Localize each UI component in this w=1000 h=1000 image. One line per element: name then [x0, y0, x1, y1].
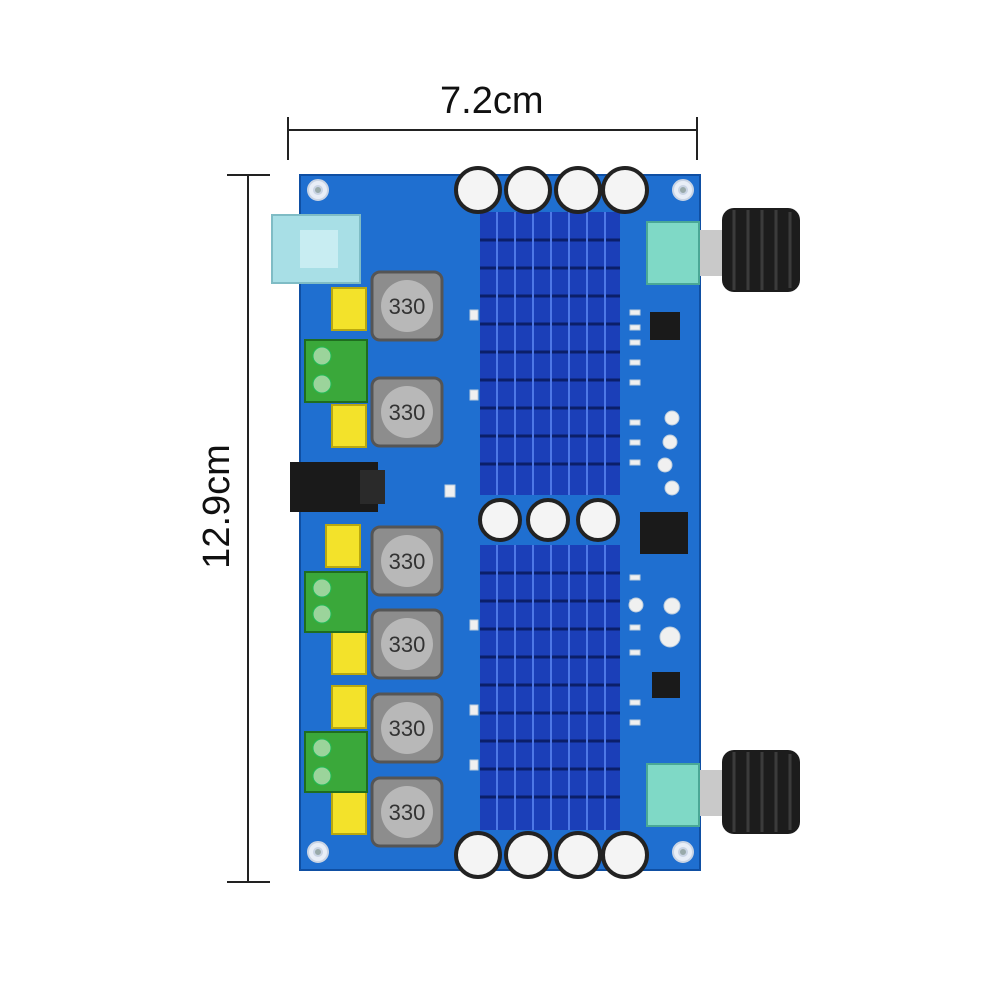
screw-terminals [304, 339, 368, 793]
ic-chip-top [650, 312, 680, 340]
ic-chip-main [640, 512, 688, 554]
inductor-labels: 330 330 330 330 330 330 [389, 294, 426, 825]
inductors [370, 270, 444, 848]
film-capacitors [325, 287, 367, 835]
width-dimension-label: 7.2cm [440, 80, 544, 122]
mounting-holes [307, 179, 694, 863]
ic-chip-bottom [652, 672, 680, 698]
volume-pot-body [646, 221, 700, 285]
inductor-label-1: 330 [389, 294, 426, 319]
capacitors-middle [478, 498, 620, 542]
capacitors-top [454, 166, 649, 214]
capacitors-bottom [454, 831, 649, 879]
inductor-label-4: 330 [389, 632, 426, 657]
knob-bottom [700, 750, 800, 834]
heatsink-top [480, 212, 620, 495]
inductor-label-3: 330 [389, 549, 426, 574]
knob-top [700, 208, 800, 292]
height-dimension-line [227, 174, 270, 883]
inductor-label-5: 330 [389, 716, 426, 741]
inductor-label-6: 330 [389, 800, 426, 825]
inductor-label-2: 330 [389, 400, 426, 425]
width-dimension-line [287, 117, 698, 160]
tone-pot-body [646, 763, 700, 827]
heatsink-bottom [480, 545, 620, 830]
smd-components [444, 309, 681, 771]
